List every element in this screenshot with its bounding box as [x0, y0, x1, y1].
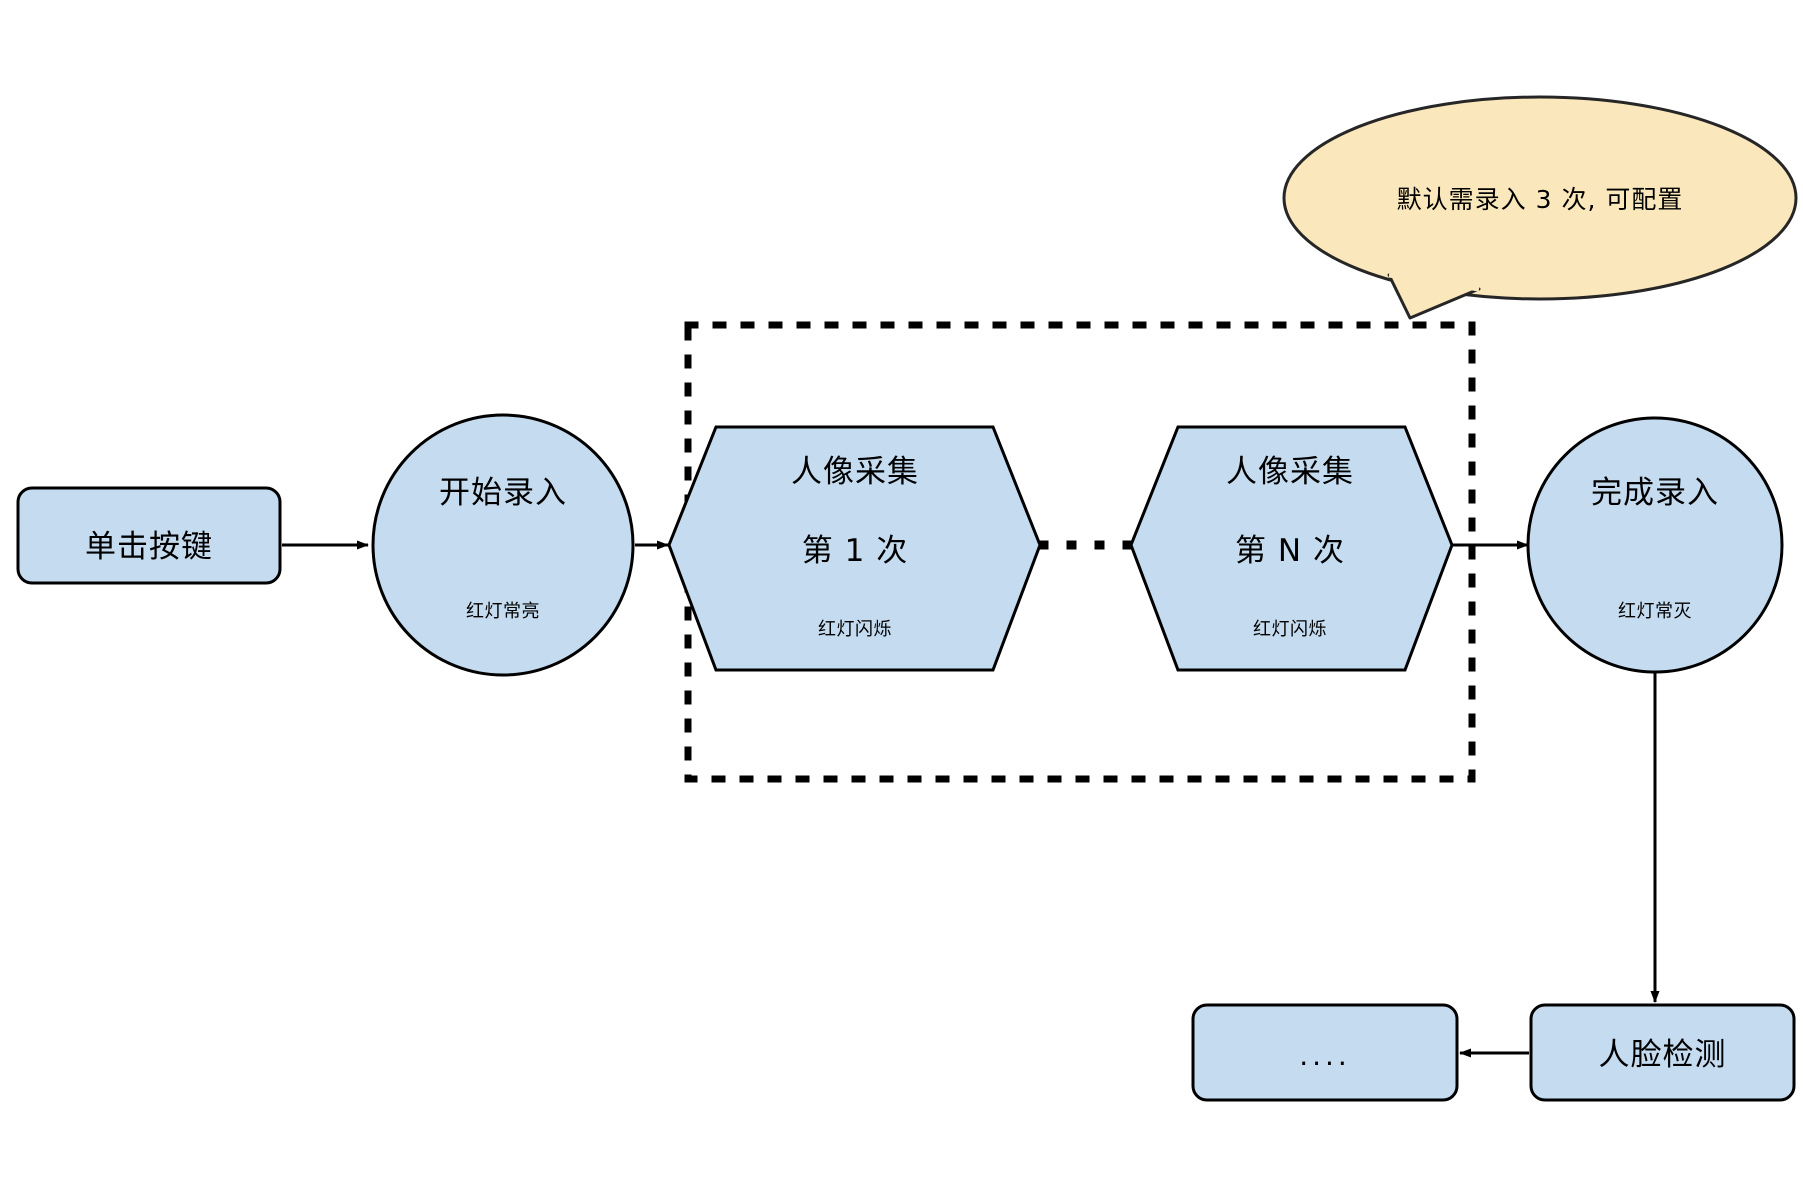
node-capture-nth[interactable]: [1131, 427, 1452, 670]
node-click-key[interactable]: [18, 488, 280, 583]
node-more-steps[interactable]: [1193, 1005, 1457, 1100]
node-capture-first[interactable]: [669, 427, 1040, 670]
node-start-enroll[interactable]: [373, 415, 633, 675]
node-face-detect[interactable]: [1531, 1005, 1794, 1100]
callout-bubble[interactable]: [1284, 97, 1796, 299]
node-finish-enroll[interactable]: [1528, 418, 1782, 672]
